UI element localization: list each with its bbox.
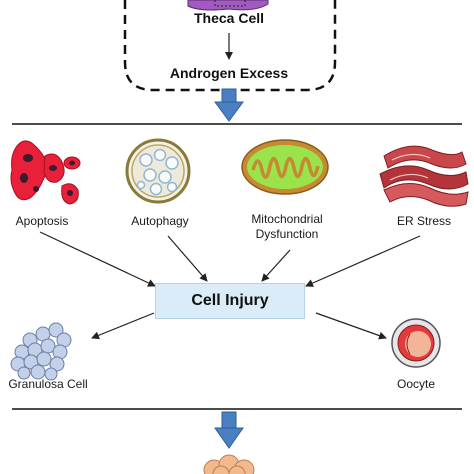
arrow-er-to-injury [305, 235, 421, 287]
arrow-injury-to-oocyte [315, 312, 387, 340]
mitochondrion-icon [241, 139, 329, 195]
autophagy-label: Autophagy [131, 214, 189, 228]
oocyte-icon [391, 318, 441, 368]
arrow-mito-to-injury [261, 249, 291, 282]
arrow-injury-to-granulosa [91, 312, 155, 340]
androgen-excess-label: Androgen Excess [169, 65, 289, 81]
theca-cell-label: Theca Cell [193, 10, 265, 26]
cell-injury-label: Cell Injury [191, 292, 269, 309]
er-stress-label: ER Stress [396, 214, 451, 228]
granulosa-cluster-icon [10, 322, 72, 381]
block-arrow-top [214, 88, 244, 122]
oocyte-label: Oocyte [396, 377, 435, 391]
mitochondrial-label: Mitochondrial [251, 212, 323, 226]
endoplasmic-reticulum-icon [379, 145, 469, 207]
autophagosome-icon [125, 138, 191, 204]
arrow-apoptosis-to-injury [39, 231, 156, 287]
dysfunction-label: Dysfunction [255, 227, 319, 241]
cell-injury-box: Cell Injury [155, 283, 305, 319]
bottom-follicle-cluster-icon [203, 454, 255, 474]
apoptotic-cells-icon [10, 140, 81, 205]
granulosa-cell-label: Granulosa Cell [8, 377, 88, 391]
block-arrow-bottom [214, 411, 244, 449]
arrow-autophagy-to-injury [167, 235, 208, 282]
apoptosis-label: Apoptosis [15, 214, 69, 228]
theca-cell-icon [187, 0, 269, 11]
